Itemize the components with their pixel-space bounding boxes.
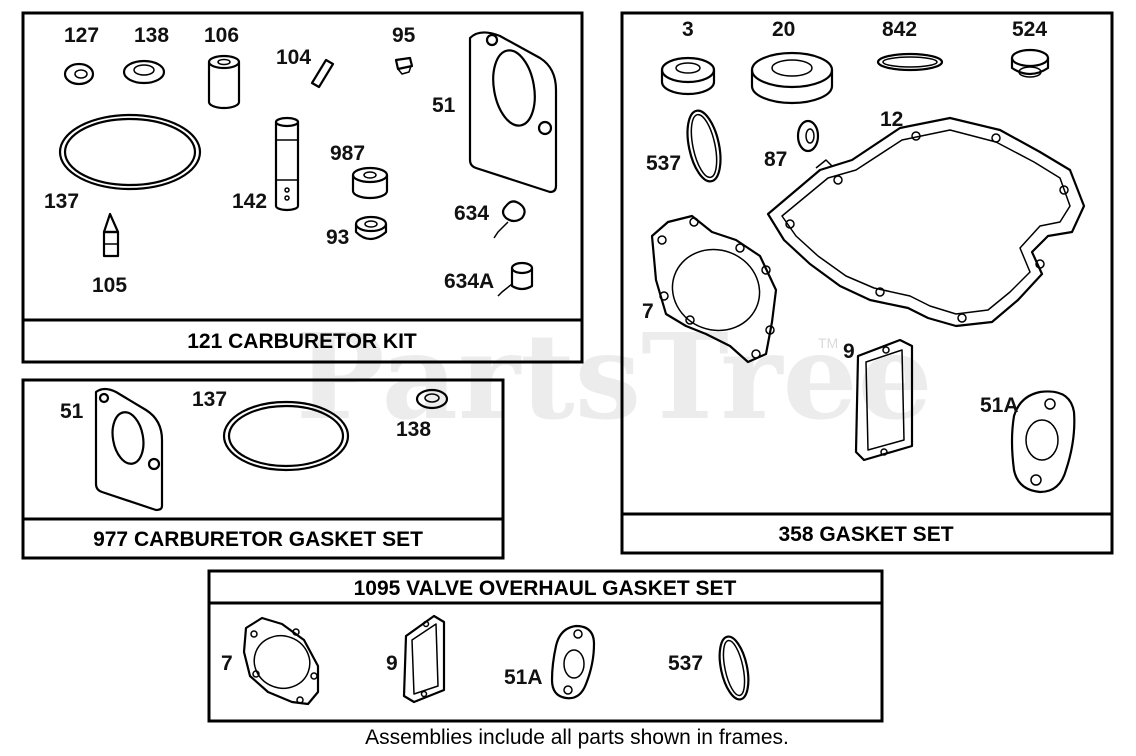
part-3-seal — [660, 56, 716, 96]
part-7-gasket-1095 — [242, 616, 320, 706]
label-1095-51a: 51A — [504, 666, 543, 689]
part-9-gasket — [854, 338, 914, 462]
label-358-524: 524 — [1012, 18, 1047, 41]
label-95: 95 — [392, 24, 416, 47]
label-1095-537: 537 — [668, 652, 703, 675]
part-137-oring-977 — [222, 400, 350, 472]
footer-caption: Assemblies include all parts shown in fr… — [365, 726, 789, 749]
label-358-7: 7 — [642, 300, 654, 323]
part-537-ring-1095 — [718, 635, 750, 701]
label-104: 104 — [276, 46, 311, 69]
label-358-537: 537 — [646, 152, 681, 175]
label-127: 127 — [64, 24, 99, 47]
label-93: 93 — [326, 226, 349, 249]
label-358-842: 842 — [882, 18, 917, 41]
part-524-plug — [1010, 48, 1050, 78]
watermark: PartsTree — [296, 307, 933, 446]
frame-valve-overhaul-gasket-set: 1095 VALVE OVERHAUL GASKET SET 7 — [207, 569, 884, 723]
part-51a-gasket-1095 — [550, 624, 596, 700]
part-138-seal-977 — [415, 388, 449, 410]
label-358-87: 87 — [764, 148, 787, 171]
frame-valve-overhaul-border — [207, 569, 884, 723]
label-138: 138 — [134, 24, 169, 47]
label-634a: 634A — [444, 270, 494, 293]
part-95-screw — [394, 56, 414, 75]
label-977-138: 138 — [396, 418, 431, 441]
part-51-gasket-977 — [94, 387, 164, 512]
frame-carburetor-kit-border — [21, 11, 584, 364]
part-842-ring — [876, 52, 944, 72]
part-12-gasket — [766, 116, 1086, 328]
frame-carburetor-gasket-set: 977 CARBURETOR GASKET SET 51 137 138 — [21, 378, 505, 560]
label-1095-7: 7 — [221, 652, 233, 675]
part-7-gasket — [650, 214, 778, 364]
part-51-gasket — [468, 31, 558, 194]
part-106-bushing — [207, 54, 241, 110]
frame-carburetor-kit-title: 121 CARBURETOR KIT — [187, 330, 417, 353]
label-142: 142 — [232, 190, 267, 213]
part-20-seal — [750, 51, 834, 105]
frame-gasket-set-border — [620, 11, 1114, 555]
frame-gasket-set: 358 GASKET SET — [620, 11, 1114, 555]
part-93-cap — [354, 215, 388, 241]
part-142-tube — [274, 116, 300, 212]
label-358-3: 3 — [682, 18, 694, 41]
label-977-137: 137 — [192, 388, 227, 411]
part-137-oring — [58, 113, 202, 191]
label-358-12: 12 — [880, 108, 903, 131]
frame-carburetor-gasket-set-border — [21, 378, 505, 560]
label-51: 51 — [432, 94, 456, 117]
part-104-pin — [310, 58, 335, 89]
part-51a-gasket — [1010, 390, 1076, 494]
label-106: 106 — [204, 24, 239, 47]
part-87-seal — [796, 119, 820, 153]
part-127-washer — [63, 62, 95, 86]
label-105: 105 — [92, 274, 127, 297]
frame-gasket-set-title: 358 GASKET SET — [778, 523, 953, 546]
part-138-seal — [122, 59, 166, 85]
label-1095-9: 9 — [386, 652, 398, 675]
part-9-gasket-1095 — [402, 614, 446, 704]
watermark-tm: TM — [818, 335, 838, 351]
part-987-spacer — [351, 166, 389, 200]
frame-carburetor-kit: 121 CARBURETOR KIT — [21, 11, 584, 364]
label-358-9: 9 — [843, 340, 855, 363]
label-634: 634 — [454, 202, 489, 225]
frame-valve-overhaul-title: 1095 VALVE OVERHAUL GASKET SET — [354, 577, 737, 600]
label-977-51: 51 — [60, 400, 84, 423]
label-137: 137 — [44, 190, 79, 213]
part-537-ring — [686, 109, 722, 183]
label-987: 987 — [330, 142, 365, 165]
frame-carburetor-gasket-set-title: 977 CARBURETOR GASKET SET — [93, 528, 423, 551]
label-358-20: 20 — [772, 18, 795, 41]
part-634a-spring — [497, 261, 534, 297]
part-105-needle — [102, 212, 120, 258]
label-358-51a: 51A — [980, 394, 1019, 417]
part-634-spring — [493, 200, 526, 239]
